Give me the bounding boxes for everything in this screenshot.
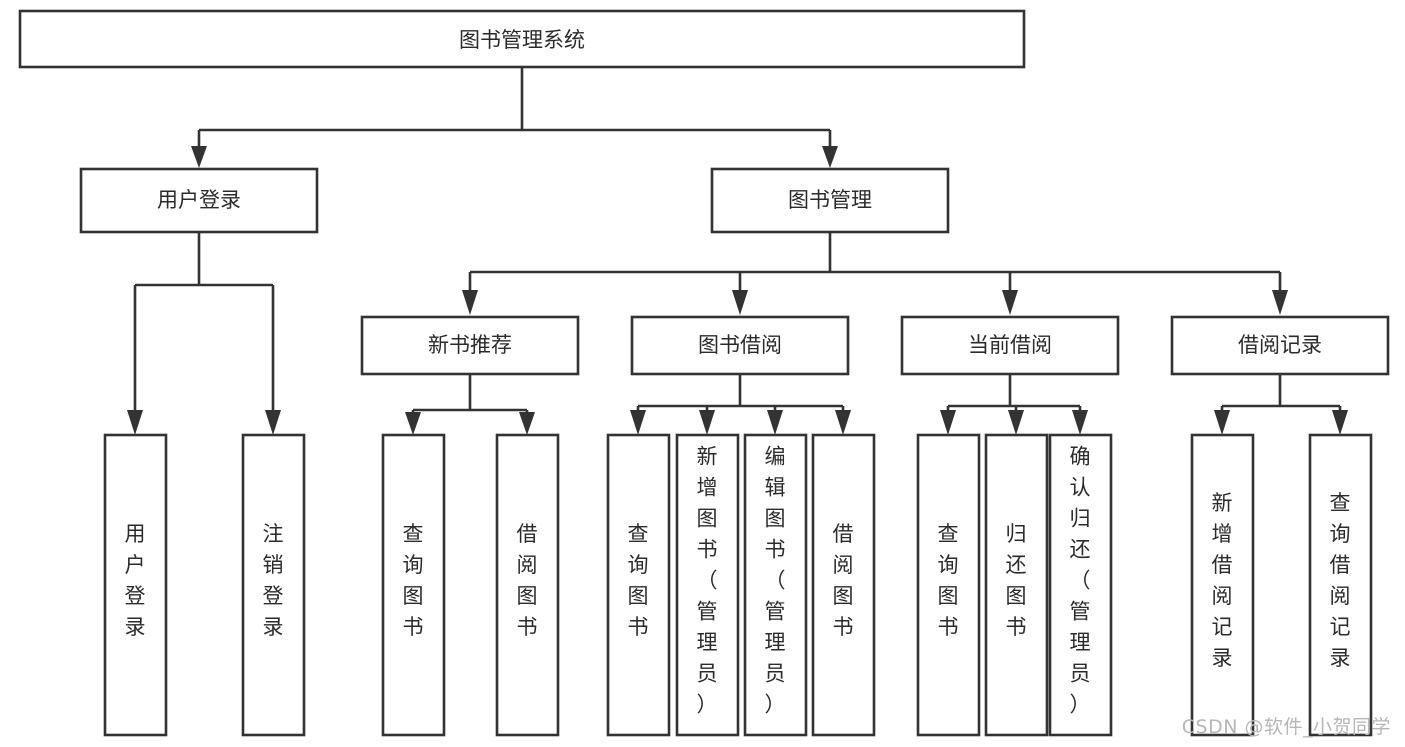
arrow-to-book-manage (822, 146, 838, 168)
leaf-query-borrow-record-box[interactable] (1308, 433, 1373, 737)
arrow-to-leaf-return-book (1008, 410, 1024, 435)
arrow-to-leaf-user-login (127, 410, 143, 435)
arrow-to-leaf-user-logout (265, 410, 281, 435)
leaf-query-book-rec-box[interactable] (381, 433, 446, 737)
leaf-edit-book-admin[interactable]: 编辑图书（管理员） (743, 433, 808, 737)
node-book-borrow-label: 图书借阅 (698, 333, 782, 357)
arrow-to-new-book-recommend (462, 290, 478, 315)
node-root-label: 图书管理系统 (459, 28, 585, 52)
node-root-box[interactable] (18, 9, 1026, 69)
node-book-manage-box[interactable] (710, 167, 950, 234)
leaf-add-book-admin-box[interactable] (675, 433, 740, 737)
arrow-to-leaf-query-borrow-record (1332, 410, 1348, 435)
leaf-query-borrow-record-label: 查询借阅记录 (1330, 491, 1351, 670)
arrow-to-leaf-add-borrow-record (1214, 410, 1230, 435)
node-current-borrow-label: 当前借阅 (968, 333, 1052, 357)
leaf-borrow-book-label: 借阅图书 (833, 522, 854, 639)
leaf-borrow-book-box[interactable] (811, 433, 876, 737)
leaf-confirm-return-admin-label: 确认归还（管理员） (1070, 444, 1091, 716)
leaf-confirm-return-admin-box[interactable] (1048, 433, 1113, 737)
leaf-query-book-rec[interactable]: 查询图书 (381, 433, 446, 737)
arrow-to-leaf-query-book-borrow (630, 410, 646, 435)
leaf-borrow-book-rec-box[interactable] (495, 433, 560, 737)
arrow-to-leaf-borrow-book (835, 410, 851, 435)
node-book-manage-label: 图书管理 (788, 188, 872, 212)
arrow-to-leaf-add-book-admin (699, 410, 715, 435)
leaf-add-borrow-record-box[interactable] (1190, 433, 1255, 737)
leaf-edit-book-admin-label: 编辑图书（管理员） (765, 444, 786, 716)
arrow-to-leaf-borrow-book-rec (519, 412, 535, 435)
leaf-return-book-box[interactable] (984, 433, 1049, 737)
leaf-query-borrow-record[interactable]: 查询借阅记录 (1308, 433, 1373, 737)
arrow-to-borrow-record (1272, 290, 1288, 315)
leaf-user-logout-label: 注销登录 (263, 522, 284, 639)
leaf-query-book-cur-label: 查询图书 (938, 522, 959, 639)
leaf-user-logout-box[interactable] (241, 433, 306, 737)
leaf-query-book-cur[interactable]: 查询图书 (916, 433, 981, 737)
leaf-query-book-borrow-box[interactable] (606, 433, 671, 737)
leaf-add-book-admin[interactable]: 新增图书（管理员） (675, 433, 740, 737)
node-new-book-recommend[interactable]: 新书推荐 (360, 315, 580, 376)
connector-layer (127, 67, 1348, 435)
node-borrow-record-label: 借阅记录 (1238, 333, 1322, 357)
leaf-return-book[interactable]: 归还图书 (984, 433, 1049, 737)
arrow-to-current-borrow (1002, 290, 1018, 315)
leaf-borrow-book-rec-label: 借阅图书 (517, 522, 538, 639)
arrow-to-user-login (191, 146, 207, 168)
leaf-add-book-admin-label: 新增图书（管理员） (697, 444, 718, 716)
arrow-to-leaf-edit-book-admin (767, 410, 783, 435)
csdn-watermark: CSDN @软件_小贺同学 (1181, 716, 1391, 738)
node-borrow-record-box[interactable] (1170, 315, 1390, 376)
leaf-query-book-borrow[interactable]: 查询图书 (606, 433, 671, 737)
node-new-book-recommend-box[interactable] (360, 315, 580, 376)
leaf-return-book-label: 归还图书 (1006, 522, 1027, 639)
arrow-to-leaf-query-book-cur (940, 410, 956, 435)
node-book-manage[interactable]: 图书管理 (710, 167, 950, 234)
node-user-login[interactable]: 用户登录 (79, 167, 319, 234)
leaf-borrow-book[interactable]: 借阅图书 (811, 433, 876, 737)
node-borrow-record[interactable]: 借阅记录 (1170, 315, 1390, 376)
arrow-to-book-borrow (732, 290, 748, 315)
node-book-borrow[interactable]: 图书借阅 (630, 315, 850, 376)
arrow-to-leaf-confirm-return-admin (1072, 410, 1088, 435)
node-new-book-recommend-label: 新书推荐 (428, 333, 512, 357)
node-user-login-box[interactable] (79, 167, 319, 234)
arrow-to-leaf-query-book-rec (405, 412, 421, 435)
node-user-login-label: 用户登录 (157, 188, 241, 212)
leaf-user-logout[interactable]: 注销登录 (241, 433, 306, 737)
node-current-borrow-box[interactable] (900, 315, 1120, 376)
leaf-user-login-label: 用户登录 (125, 522, 146, 639)
node-book-borrow-box[interactable] (630, 315, 850, 376)
node-root[interactable]: 图书管理系统 (18, 9, 1026, 69)
leaf-edit-book-admin-box[interactable] (743, 433, 808, 737)
leaf-query-book-rec-label: 查询图书 (403, 522, 424, 639)
leaf-add-borrow-record[interactable]: 新增借阅记录 (1190, 433, 1255, 737)
leaf-user-login-box[interactable] (103, 433, 168, 737)
node-current-borrow[interactable]: 当前借阅 (900, 315, 1120, 376)
leaf-user-login[interactable]: 用户登录 (103, 433, 168, 737)
leaf-confirm-return-admin[interactable]: 确认归还（管理员） (1048, 433, 1113, 737)
leaf-query-book-borrow-label: 查询图书 (628, 522, 649, 639)
leaf-add-borrow-record-label: 新增借阅记录 (1212, 491, 1233, 670)
leaf-borrow-book-rec[interactable]: 借阅图书 (495, 433, 560, 737)
leaf-query-book-cur-box[interactable] (916, 433, 981, 737)
